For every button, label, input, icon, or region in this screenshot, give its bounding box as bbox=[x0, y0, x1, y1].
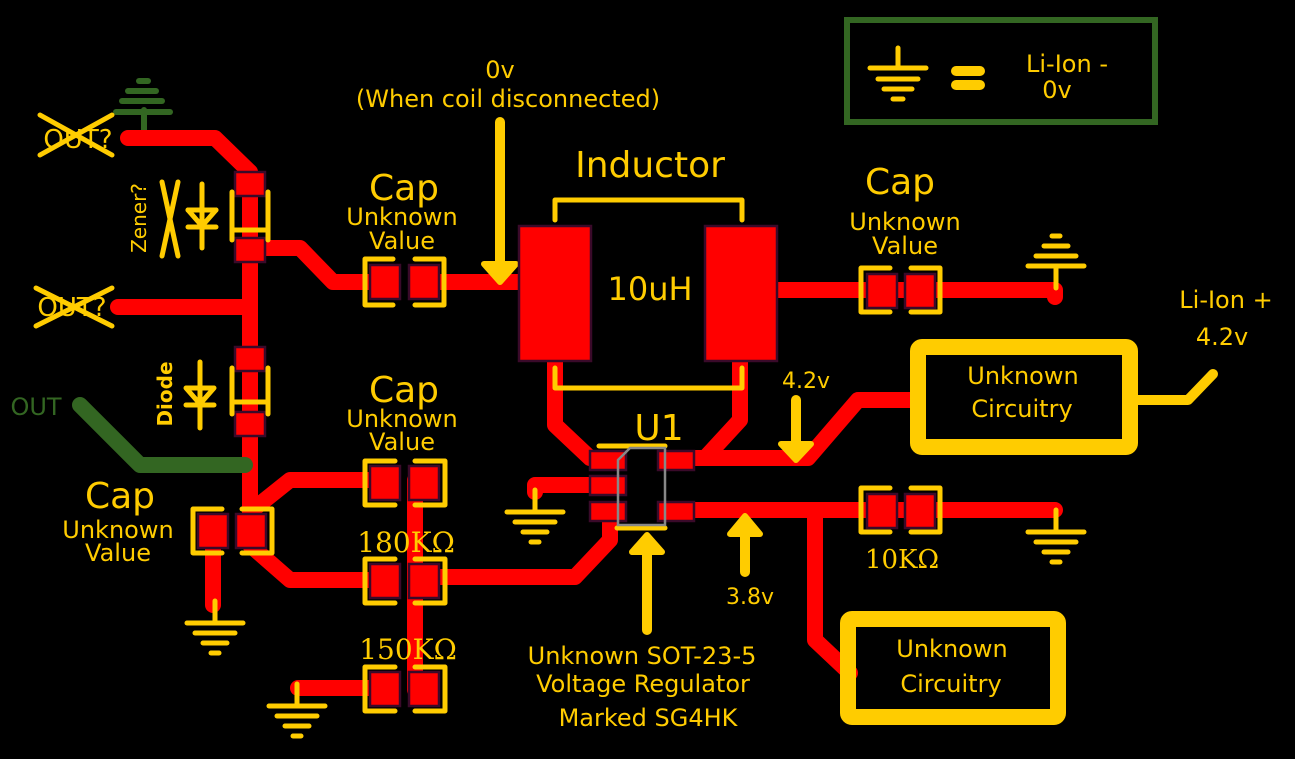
li-ion-plus-voltage: 4.2v bbox=[1196, 323, 1248, 351]
cap2-sub2: Value bbox=[872, 232, 938, 260]
inductor-outline-top bbox=[552, 197, 745, 223]
v38-label: 3.8v bbox=[726, 585, 774, 610]
resistor-180k-footprint bbox=[362, 556, 448, 606]
resistor-10k-footprint bbox=[858, 485, 943, 535]
inductor-pad-right bbox=[703, 224, 779, 363]
circuitry-1-line1: Unknown bbox=[967, 362, 1078, 390]
diode-label: Diode bbox=[153, 361, 177, 426]
cap3-sub2: Value bbox=[369, 428, 435, 456]
ground-icon bbox=[187, 601, 243, 653]
diode-icon bbox=[183, 359, 217, 431]
resistor-150k-footprint bbox=[362, 664, 448, 714]
unknown-circuitry-block-2: Unknown Circuitry bbox=[840, 611, 1066, 725]
cap1-title: Cap bbox=[369, 168, 439, 209]
inductor-outline-bottom bbox=[552, 365, 745, 391]
v42-label: 4.2v bbox=[782, 369, 830, 394]
legend-box: Li-Ion - 0v bbox=[844, 17, 1158, 125]
arrow-down-icon bbox=[778, 395, 814, 463]
cap4-sub2: Value bbox=[85, 539, 151, 567]
inductor-value: 10uH bbox=[607, 270, 692, 308]
cap2-title: Cap bbox=[865, 162, 935, 203]
r150k-label: 150KΩ bbox=[359, 633, 457, 666]
out-label: OUT bbox=[10, 393, 61, 421]
ground-icon bbox=[1028, 236, 1084, 288]
diode-footprint bbox=[229, 345, 271, 438]
cap-footprint-2 bbox=[858, 265, 943, 315]
cross-out-icon bbox=[37, 112, 115, 158]
inductor-pad-left bbox=[517, 224, 593, 363]
equals-icon bbox=[951, 66, 985, 90]
out-trace bbox=[72, 397, 253, 473]
circuitry-1-line2: Circuitry bbox=[971, 395, 1072, 423]
cap3-title: Cap bbox=[369, 370, 439, 411]
r10k-label: 10KΩ bbox=[865, 545, 939, 575]
battery-plus-trace bbox=[1130, 369, 1218, 405]
unknown-circuitry-block-1: Unknown Circuitry bbox=[910, 339, 1138, 455]
cap3-sub1: Unknown bbox=[346, 405, 457, 433]
circuitry-2-line1: Unknown bbox=[896, 635, 1007, 663]
zero-volt-label: 0v bbox=[485, 56, 514, 84]
zener-label: Zener? bbox=[127, 183, 151, 253]
legend-label-line1: Li-Ion - bbox=[1026, 50, 1108, 78]
u1-desc-line3: Marked SG4HK bbox=[559, 704, 739, 732]
cap-footprint-1 bbox=[362, 256, 447, 308]
arrow-up-icon bbox=[629, 532, 665, 635]
circuitry-2-line2: Circuitry bbox=[900, 670, 1001, 698]
cap4-title: Cap bbox=[85, 476, 155, 517]
r180k-label: 180KΩ bbox=[357, 526, 455, 559]
cap-footprint-3 bbox=[362, 458, 448, 508]
coil-note-label: (When coil disconnected) bbox=[356, 85, 660, 113]
green-ground-icon bbox=[113, 78, 173, 133]
zener-footprint bbox=[229, 170, 271, 264]
cap4-sub1: Unknown bbox=[62, 516, 173, 544]
ground-symbol-icon bbox=[867, 45, 929, 102]
cap1-sub1: Unknown bbox=[346, 203, 457, 231]
crossed-out-label-icon bbox=[159, 179, 181, 259]
u1-desc-line1: Unknown SOT-23-5 bbox=[528, 642, 757, 670]
li-ion-plus-label: Li-Ion + bbox=[1179, 286, 1272, 314]
cap-footprint-4 bbox=[190, 506, 275, 556]
zener-diode-icon bbox=[185, 181, 219, 251]
inductor-title: Inductor bbox=[575, 145, 725, 186]
u1-footprint bbox=[588, 443, 696, 531]
arrow-up-icon bbox=[727, 513, 763, 577]
arrow-down-icon bbox=[481, 117, 519, 285]
cap1-sub2: Value bbox=[369, 227, 435, 255]
cross-out-icon bbox=[33, 285, 115, 329]
u1-desc-line2: Voltage Regulator bbox=[536, 670, 750, 698]
cap2-sub1: Unknown bbox=[849, 208, 960, 236]
ground-icon bbox=[507, 490, 563, 542]
legend-label-line2: 0v bbox=[1042, 76, 1071, 104]
u1-ref: U1 bbox=[634, 408, 683, 449]
